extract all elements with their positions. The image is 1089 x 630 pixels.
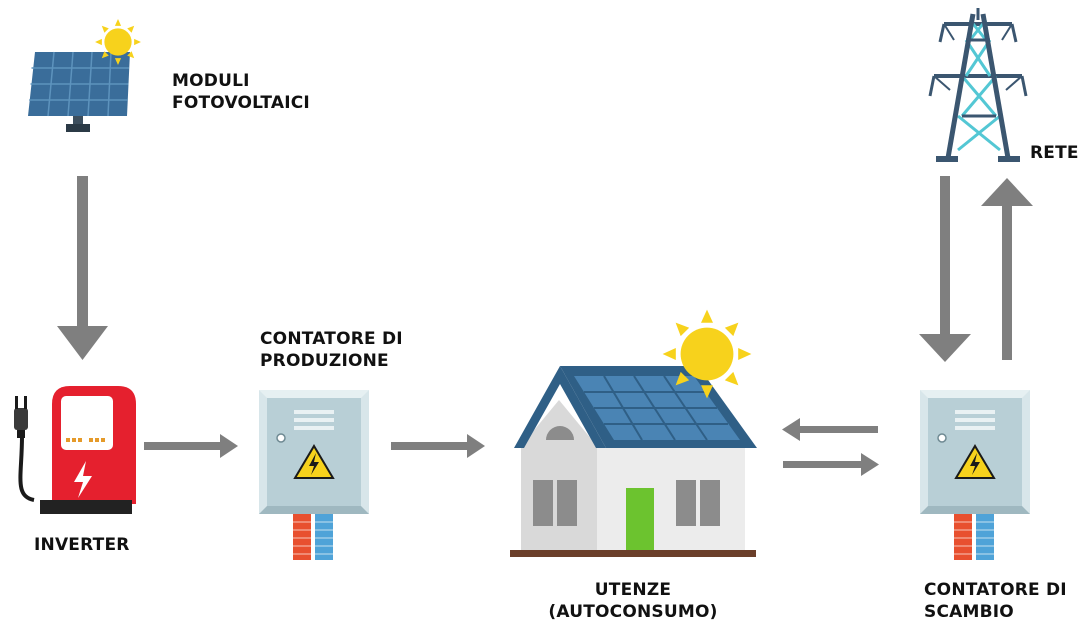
electric-meter-icon — [258, 389, 370, 561]
label-line: RETE — [1030, 143, 1079, 163]
label-contatore-scambio: CONTATORE DI SCAMBIO — [924, 579, 1067, 623]
label-contatore-produzione: CONTATORE DI PRODUZIONE — [260, 328, 403, 372]
arrow-house-to-meter-right — [783, 453, 879, 476]
arrow-panel-to-inverter — [57, 176, 108, 360]
label-line: PRODUZIONE — [260, 351, 389, 371]
arrow-meter-to-house-left — [782, 418, 878, 441]
solar-panel-icon — [28, 51, 130, 132]
arrow-inverter-to-meter — [144, 434, 238, 458]
electric-meter-icon — [919, 389, 1031, 561]
label-line: SCAMBIO — [924, 602, 1014, 622]
inverter-icon — [14, 386, 136, 514]
label-line: (AUTOCONSUMO) — [548, 602, 718, 622]
label-line: INVERTER — [34, 535, 130, 555]
arrow-grid-to-meter — [919, 176, 971, 362]
label-line: FOTOVOLTAICI — [172, 93, 310, 113]
label-moduli-fotovoltaici: MODULI FOTOVOLTAICI — [172, 70, 310, 114]
power-tower-icon — [928, 8, 1028, 162]
arrow-meter-to-house — [391, 434, 485, 458]
arrow-meter-to-grid — [981, 178, 1033, 360]
label-line: CONTATORE DI — [260, 329, 403, 349]
label-utenze: UTENZE (AUTOCONSUMO) — [536, 579, 730, 623]
label-inverter: INVERTER — [34, 534, 130, 556]
label-rete: RETE — [1030, 142, 1079, 164]
label-line: UTENZE — [594, 580, 672, 600]
house-icon — [510, 366, 757, 557]
label-line: CONTATORE DI — [924, 580, 1067, 600]
label-line: MODULI — [172, 71, 250, 91]
